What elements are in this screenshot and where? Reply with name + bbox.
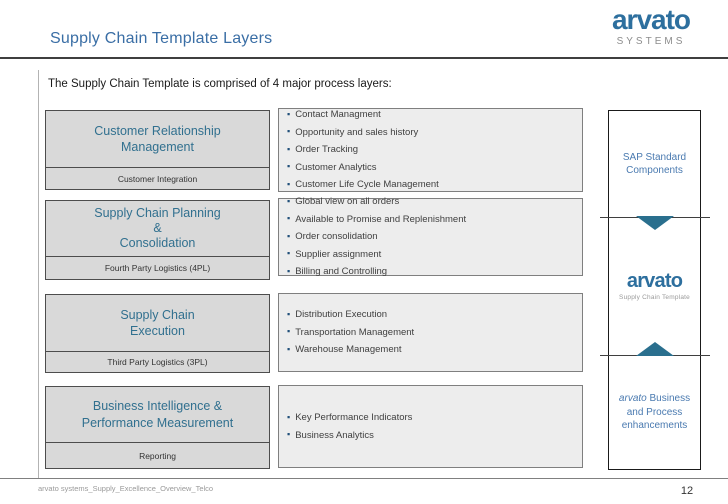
- bullet-panel-bi: Key Performance Indicators Business Anal…: [278, 385, 583, 468]
- logo-division-text: SYSTEMS: [616, 36, 686, 47]
- logo-brand-text: arvato: [611, 4, 691, 35]
- slide-subtitle: The Supply Chain Template is comprised o…: [48, 78, 392, 90]
- layer-title-crm: Customer Relationship Management: [94, 123, 221, 154]
- bullet-item: Contact Managment: [287, 106, 580, 123]
- sidebar-template-logo: arvato Supply Chain Template: [609, 218, 700, 355]
- bullet-list-bi: Key Performance Indicators Business Anal…: [287, 409, 580, 444]
- header-divider: [0, 57, 728, 59]
- bullet-panel-crm: Contact Managment Opportunity and sales …: [278, 108, 583, 192]
- bullet-item: Distribution Execution: [287, 306, 580, 323]
- bullet-item: Available to Promise and Replenishment: [287, 211, 580, 228]
- bullet-panel-planning: Global view on all orders Available to P…: [278, 196, 583, 277]
- layer-sublabel-crm: Customer Integration: [46, 167, 269, 189]
- layer-box-bi: Business Intelligence & Performance Meas…: [45, 386, 270, 469]
- bullet-item: Transportation Management: [287, 324, 580, 341]
- layer-title-planning: Supply Chain Planning & Consolidation: [94, 205, 221, 251]
- bullet-list-execution: Distribution Execution Transportation Ma…: [287, 306, 580, 358]
- footer-divider: [0, 478, 728, 479]
- bullet-item: Business Analytics: [287, 427, 580, 444]
- bullet-item: Billing and Controlling: [287, 263, 580, 280]
- layer-sublabel-bi: Reporting: [46, 442, 269, 468]
- sidebar-sap-label: SAP Standard Components: [622, 151, 687, 177]
- sidebar-enhancements-label: arvato Business and Process enhancements: [609, 356, 700, 469]
- bullet-panel-execution: Distribution Execution Transportation Ma…: [278, 293, 583, 372]
- sidebar-logo-brand: arvato: [626, 269, 683, 292]
- triangle-down-icon: [635, 216, 674, 230]
- page-number: 12: [680, 485, 694, 497]
- sidebar-enhancements-text: arvato Business and Process enhancements: [618, 393, 691, 432]
- sidebar-logo-caption: Supply Chain Template: [619, 293, 690, 301]
- bullet-item: Warehouse Management: [287, 341, 580, 358]
- layer-box-planning: Supply Chain Planning & Consolidation Fo…: [45, 200, 270, 280]
- bullet-item: Customer Analytics: [287, 159, 580, 176]
- footer-filename: arvato systems_Supply_Excellence_Overvie…: [38, 484, 214, 493]
- bullet-item: Global view on all orders: [287, 193, 580, 210]
- bullet-item: Opportunity and sales history: [287, 124, 580, 141]
- bullet-item: Order Tracking: [287, 141, 580, 158]
- layer-sublabel-execution: Third Party Logistics (3PL): [46, 351, 269, 372]
- bullet-item: Supplier assignment: [287, 246, 580, 263]
- layer-title-bi: Business Intelligence & Performance Meas…: [81, 399, 234, 430]
- bullet-item: Key Performance Indicators: [287, 409, 580, 426]
- bullet-item: Customer Life Cycle Management: [287, 176, 580, 193]
- bullet-item: Order consolidation: [287, 228, 580, 245]
- bullet-list-planning: Global view on all orders Available to P…: [287, 193, 580, 280]
- arvato-systems-logo: arvato SYSTEMS: [600, 6, 702, 47]
- left-guide-line: [38, 70, 39, 478]
- page-title: Supply Chain Template Layers: [50, 30, 273, 47]
- layer-box-crm: Customer Relationship Management Custome…: [45, 110, 270, 190]
- triangle-up-icon: [635, 342, 674, 356]
- layer-sublabel-planning: Fourth Party Logistics (4PL): [46, 256, 269, 279]
- layer-title-execution: Supply Chain Execution: [120, 307, 195, 338]
- sidebar-panel: SAP Standard Components arvato Supply Ch…: [600, 110, 710, 470]
- layer-box-execution: Supply Chain Execution Third Party Logis…: [45, 294, 270, 373]
- bullet-list-crm: Contact Managment Opportunity and sales …: [287, 106, 580, 193]
